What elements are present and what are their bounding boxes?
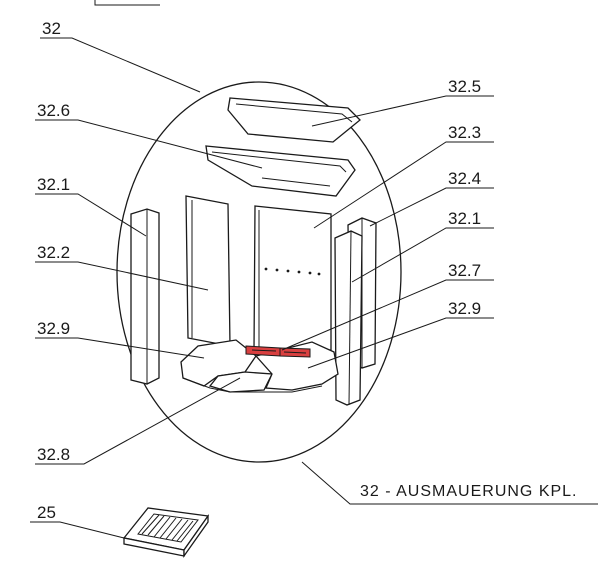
label-32-8: 32.8 [37,445,70,464]
label-32-1-right: 32.1 [448,209,481,228]
part-25-ash-tray [122,507,210,559]
part-32-7-highlight [245,345,311,358]
part-32-2-wall-panel [185,195,231,347]
label-32-7: 32.7 [448,261,481,280]
label-32-2: 32.2 [37,243,70,262]
label-32-9-left: 32.9 [37,319,70,338]
back-panel-dots [264,267,321,276]
part-32-6-baffle [205,145,356,197]
part-floor-plates [180,339,339,393]
assembly-ellipse [116,81,402,463]
label-32-6: 32.6 [37,101,70,120]
label-32-3: 32.3 [448,123,481,142]
label-32-4: 32.4 [448,169,481,188]
part-32-1-right-brick [334,230,363,406]
label-32-9-right: 32.9 [448,299,481,318]
label-25: 25 [37,503,56,522]
diagram-title: 32 - AUSMAUERUNG KPL. [360,483,578,500]
part-32-1-left-brick [130,208,160,385]
leader-lines [30,37,598,539]
part-32-5-baffle [227,97,361,143]
label-32-5: 32.5 [448,77,481,96]
label-32: 32 [42,19,61,38]
top-fragment [94,0,160,6]
part-32-3-back-panel [253,205,332,351]
label-32-1-left: 32.1 [37,175,70,194]
